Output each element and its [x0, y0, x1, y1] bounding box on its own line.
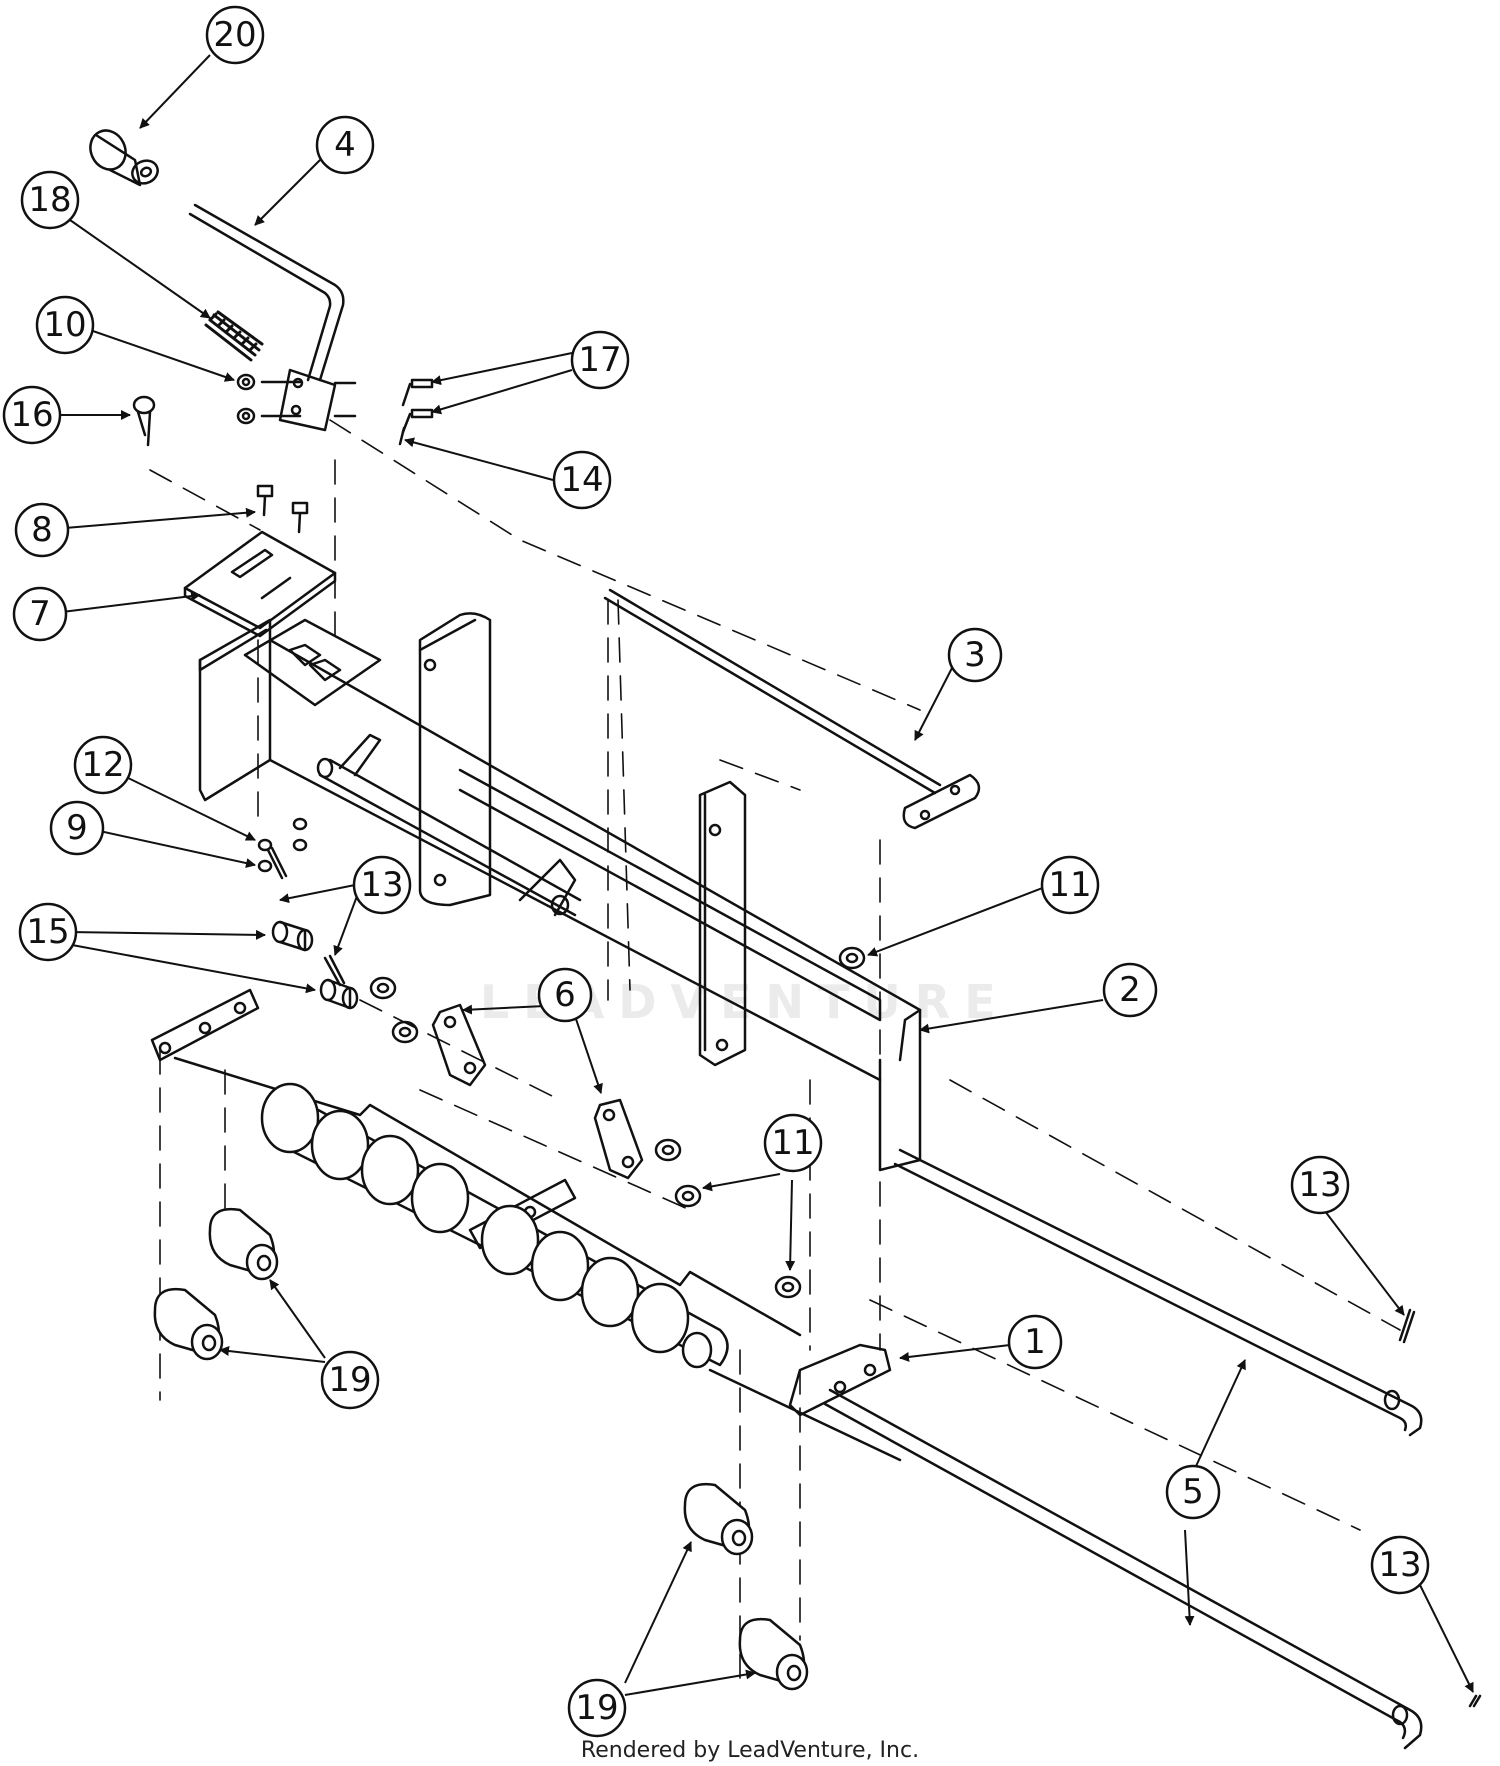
svg-text:12: 12 [81, 745, 124, 785]
callout-2: 2 [1102, 962, 1158, 1018]
callout-6: 6 [537, 967, 593, 1023]
part-20-grip [89, 129, 159, 187]
callout-4: 4 [315, 115, 375, 175]
part-17-pins [398, 378, 434, 446]
callout-13: 13 [352, 855, 412, 915]
callout-19: 19 [567, 1678, 627, 1738]
part-2-bracket [198, 612, 922, 1172]
callout-18: 18 [20, 170, 80, 230]
svg-text:20: 20 [213, 15, 256, 55]
svg-text:13: 13 [360, 865, 403, 905]
part-19-bumpers [153, 1207, 809, 1691]
callouts: 20 4 18 10 17 16 14 8 7 3 12 9 13 15 11 … [2, 5, 1430, 1738]
callout-5: 5 [1165, 1464, 1221, 1520]
part-1-roller-frame [150, 988, 892, 1417]
svg-text:19: 19 [575, 1688, 618, 1728]
svg-text:16: 16 [10, 395, 53, 435]
svg-text:4: 4 [334, 125, 356, 165]
leader-lines [43, 54, 1474, 1696]
callout-17: 17 [570, 330, 630, 390]
part-6-links [431, 1003, 644, 1180]
svg-text:9: 9 [66, 808, 88, 848]
callout-20: 20 [205, 5, 265, 65]
svg-text:13: 13 [1298, 1165, 1341, 1205]
svg-text:11: 11 [771, 1123, 814, 1163]
part-16-hitch-pin [132, 395, 156, 447]
callout-11: 11 [1040, 855, 1100, 915]
part-3-rod [603, 588, 981, 830]
part-15-pins [271, 920, 359, 1010]
svg-text:8: 8 [31, 510, 53, 550]
callout-12: 12 [73, 735, 133, 795]
svg-text:6: 6 [554, 975, 576, 1015]
callout-8: 8 [14, 502, 70, 558]
part-12-9-nuts [257, 817, 308, 873]
svg-text:18: 18 [28, 180, 71, 220]
part-7-plate [183, 530, 337, 638]
svg-text:13: 13 [1378, 1545, 1421, 1585]
svg-text:5: 5 [1182, 1472, 1204, 1512]
part-18-spring [204, 310, 264, 362]
rollers [260, 1082, 902, 1462]
svg-text:11: 11 [1048, 865, 1091, 905]
svg-text:1: 1 [1024, 1322, 1046, 1362]
callout-3: 3 [947, 627, 1003, 683]
callout-1: 1 [1007, 1314, 1063, 1370]
part-5-rods [823, 1148, 1423, 1750]
footer-credit: Rendered by LeadVenture, Inc. [580, 1738, 920, 1763]
callout-9: 9 [49, 800, 105, 856]
svg-text:3: 3 [964, 635, 986, 675]
part-4-handle [188, 203, 345, 432]
part-8-bolts [256, 484, 309, 534]
part-13-pins [266, 846, 1482, 1708]
svg-text:15: 15 [26, 912, 69, 952]
svg-text:14: 14 [560, 460, 603, 500]
callout-19: 19 [320, 1350, 380, 1410]
svg-text:17: 17 [578, 340, 621, 380]
callout-16: 16 [2, 385, 62, 445]
callout-13: 13 [1290, 1155, 1350, 1215]
callout-7: 7 [12, 586, 68, 642]
svg-text:7: 7 [29, 594, 51, 634]
callout-10: 10 [35, 295, 95, 355]
callout-14: 14 [552, 450, 612, 510]
part-drawings [89, 129, 1482, 1750]
part-11-washers [369, 946, 866, 1299]
callout-13: 13 [1370, 1535, 1430, 1595]
svg-text:10: 10 [43, 305, 86, 345]
svg-text:2: 2 [1119, 970, 1141, 1010]
inner-shaft [316, 733, 582, 917]
callout-11: 11 [763, 1113, 823, 1173]
callout-15: 15 [18, 902, 78, 962]
svg-text:19: 19 [328, 1360, 371, 1400]
part-10-washers [236, 373, 357, 425]
